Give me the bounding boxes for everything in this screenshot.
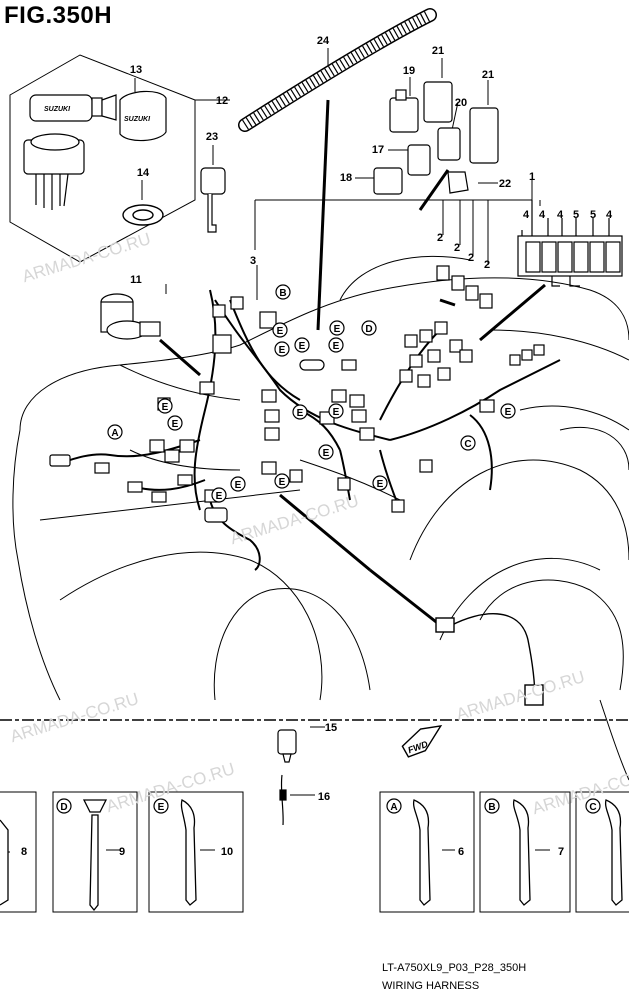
callout-2-d: 2 <box>484 259 490 271</box>
callout-11: 11 <box>130 274 142 286</box>
spare-key-23 <box>200 167 226 233</box>
callout-9: 9 <box>119 846 125 858</box>
clamp-e-harness-3: E <box>334 324 341 335</box>
callout-10: 10 <box>221 846 233 858</box>
fuse-rating-4: 5 <box>573 209 579 221</box>
clamp-e-harness-9: E <box>323 448 330 459</box>
callout-19: 19 <box>403 65 415 77</box>
clamp-d-harness: D <box>365 324 372 335</box>
clamp-c-harness: C <box>464 439 471 450</box>
callout-1: 1 <box>529 171 535 183</box>
clamp-e-harness-15: E <box>505 407 512 418</box>
lock-ring-14 <box>122 204 164 226</box>
fuse-rating-5: 5 <box>590 209 596 221</box>
callout-15: 15 <box>325 722 337 734</box>
clip-16 <box>279 774 287 826</box>
figure-title: FIG.350H <box>4 2 113 29</box>
callout-21: 21 <box>482 69 494 81</box>
fuse-rating-1: 4 <box>523 209 530 221</box>
key-brand-text-1: SUZUKI <box>44 106 71 113</box>
callout-7: 7 <box>558 846 564 858</box>
clamp-b-harness: B <box>279 288 286 299</box>
panel-b-letter: B <box>488 802 495 813</box>
leader-lines <box>0 48 550 853</box>
callout-12: 12 <box>216 95 228 107</box>
clamp-e-harness-11: E <box>235 480 242 491</box>
clamp-e-harness-7: E <box>297 408 304 419</box>
clamp-e-harness-13: E <box>279 477 286 488</box>
panel-a-letter: A <box>390 802 397 813</box>
callout-3: 3 <box>250 255 256 267</box>
relays <box>373 81 499 195</box>
clamp-e-harness-1: E <box>277 326 284 337</box>
key-13-left <box>29 94 117 122</box>
ignition-switch-kit: SUZUKI SUZUKI <box>9 54 196 263</box>
callout-22: 22 <box>499 178 511 190</box>
clamp-e-harness-6: E <box>162 402 169 413</box>
key-13-right <box>119 90 167 142</box>
key-brand-text-2: SUZUKI <box>124 116 151 123</box>
fwd-arrow <box>401 725 443 758</box>
callout-2-c: 2 <box>468 252 474 264</box>
fuse-rating-3: 4 <box>557 209 564 221</box>
clamp-e-harness-5: E <box>299 341 306 352</box>
panel-e-letter: E <box>158 802 165 813</box>
callout-18: 18 <box>340 172 352 184</box>
callout-14: 14 <box>137 167 150 179</box>
clamp-a-harness: A <box>111 428 118 439</box>
callout-20: 20 <box>455 97 467 109</box>
clamp-e-harness-14: E <box>377 479 384 490</box>
callout-17: 17 <box>372 144 384 156</box>
callout-16: 16 <box>318 791 330 803</box>
callout-21-top: 21 <box>432 45 444 57</box>
clamp-letters: A B E E E D E E E E E E E E E E E C E D … <box>60 288 596 813</box>
panel-c-letter: C <box>589 802 596 813</box>
figure-caption: WIRING HARNESS <box>382 980 480 992</box>
callout-8: 8 <box>21 846 27 858</box>
panel-d-letter: D <box>60 802 67 813</box>
fuse-rating-2: 4 <box>539 209 546 221</box>
blade-fuses-2 <box>436 265 493 309</box>
power-socket-11 <box>100 293 161 340</box>
callout-2-a: 2 <box>437 232 443 244</box>
clamp-e-harness-10: E <box>172 419 179 430</box>
clamp-letter-circles <box>56 284 601 814</box>
callout-6: 6 <box>458 846 464 858</box>
fuse-box <box>517 200 623 287</box>
fuse-rating-6: 4 <box>606 209 613 221</box>
clamp-e-harness-8: E <box>333 407 340 418</box>
callout-23: 23 <box>206 131 218 143</box>
grommet-15 <box>277 729 297 763</box>
callout-numbers: 24 21 13 19 21 20 12 23 17 14 18 1 22 4 … <box>21 35 613 858</box>
clamp-e-harness-2: E <box>279 345 286 356</box>
clamp-e-harness-12: E <box>216 491 223 502</box>
ignition-switch-body <box>23 133 85 210</box>
callout-24: 24 <box>317 35 330 47</box>
thick-pointer-lines <box>159 99 546 627</box>
sensor-lead <box>435 613 544 706</box>
callout-13: 13 <box>130 64 142 76</box>
clamp-e-harness-4: E <box>333 341 340 352</box>
figure-code: LT-A750XL9_P03_P28_350H <box>382 962 527 974</box>
bottom-panels <box>0 791 629 913</box>
cable-ties <box>0 799 623 912</box>
callout-2-b: 2 <box>454 242 460 254</box>
corrugated-tube <box>238 8 437 132</box>
